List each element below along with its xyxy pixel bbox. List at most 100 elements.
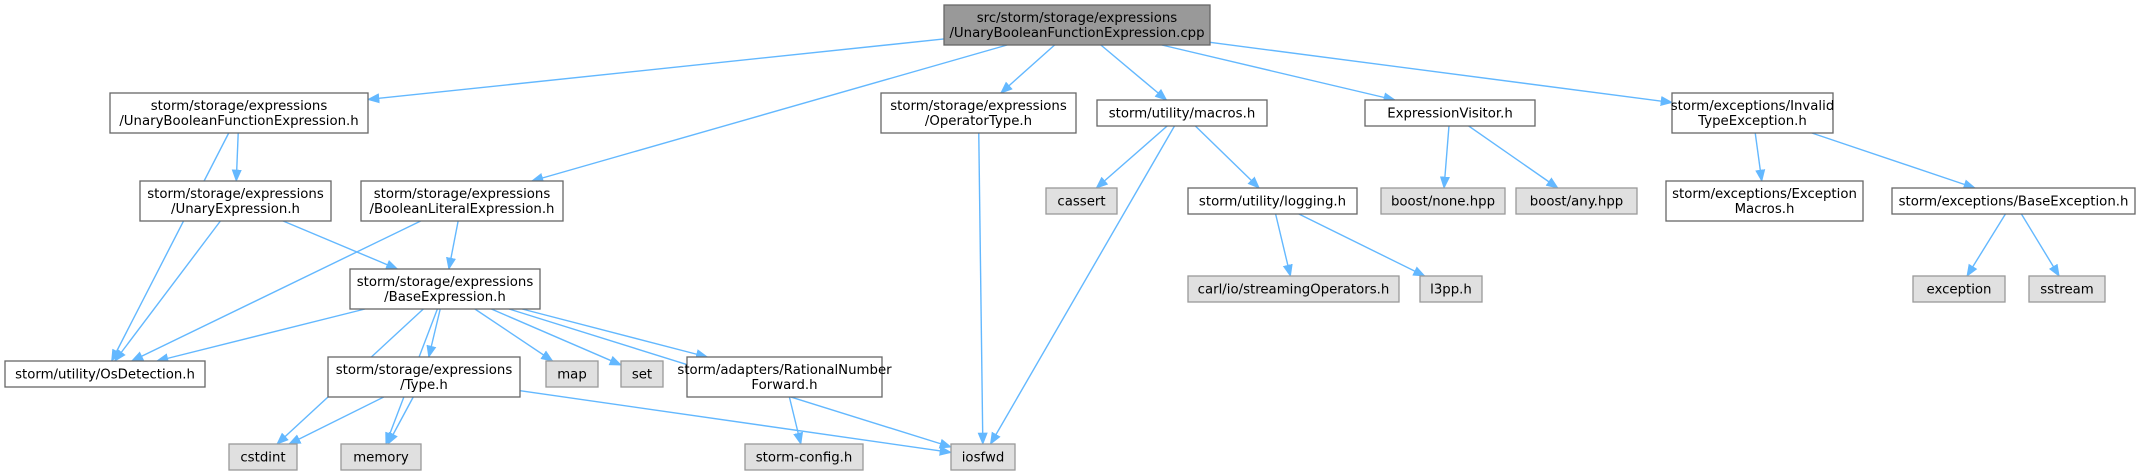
node-cstdint: cstdint bbox=[228, 443, 298, 471]
node-label-line: Forward.h bbox=[751, 378, 817, 393]
nodes-layer: src/storm/storage/expressions/UnaryBoole… bbox=[4, 4, 2136, 471]
node-ue_h[interactable]: storm/storage/expressions/UnaryExpressio… bbox=[139, 180, 332, 222]
node-label-line: storm/utility/logging.h bbox=[1199, 195, 1346, 210]
node-label-line: storm/utility/OsDetection.h bbox=[15, 368, 195, 383]
node-be_h[interactable]: storm/storage/expressions/BaseExpression… bbox=[349, 268, 541, 310]
edge-ble_h-to-osdet_h bbox=[130, 220, 422, 362]
node-stormcfg: storm-config.h bbox=[744, 443, 864, 471]
edge-rnf_h-to-stormcfg bbox=[788, 396, 804, 446]
node-box bbox=[349, 268, 541, 310]
node-box bbox=[1380, 187, 1506, 215]
edge-macros_h-to-cassert bbox=[1095, 125, 1168, 189]
node-box bbox=[1665, 180, 1864, 222]
node-macros_h[interactable]: storm/utility/macros.h bbox=[1096, 99, 1268, 127]
node-memory: memory bbox=[340, 443, 422, 471]
node-box bbox=[228, 443, 298, 471]
edge-ubfe_h-to-ue_h bbox=[231, 132, 242, 183]
node-root[interactable]: src/storm/storage/expressions/UnaryBoole… bbox=[943, 4, 1211, 46]
node-box bbox=[1187, 275, 1400, 303]
node-box bbox=[1187, 187, 1358, 215]
edge-ite_h-to-baseexc_h bbox=[1811, 132, 1977, 190]
edge-ite_h-to-excmacros_h bbox=[1754, 132, 1766, 183]
node-bnone: boost/none.hpp bbox=[1380, 187, 1506, 215]
node-l3pp: l3pp.h bbox=[1419, 275, 1483, 303]
node-exception: exception bbox=[1912, 275, 2006, 303]
edge-visitor_h-to-bany bbox=[1468, 125, 1559, 189]
node-label-line: storm/storage/expressions bbox=[147, 187, 324, 202]
node-label-line: storm/storage/expressions bbox=[374, 187, 551, 202]
node-label-line: boost/any.hpp bbox=[1530, 195, 1623, 210]
node-box bbox=[1045, 187, 1118, 215]
node-label-line: storm/storage/expressions bbox=[357, 275, 534, 290]
node-label-line: ExpressionVisitor.h bbox=[1387, 107, 1513, 122]
node-optype_h[interactable]: storm/storage/expressions/OperatorType.h bbox=[880, 92, 1077, 134]
edge-ue_h-to-be_h bbox=[282, 220, 399, 270]
node-box bbox=[327, 356, 521, 398]
node-label-line: cstdint bbox=[240, 451, 285, 466]
node-box bbox=[744, 443, 864, 471]
edge-be_h-to-map bbox=[474, 308, 554, 362]
node-label-line: set bbox=[632, 368, 652, 383]
node-box bbox=[880, 92, 1077, 134]
node-iosfwd: iosfwd bbox=[950, 443, 1016, 471]
edge-root-to-ble_h bbox=[530, 44, 1008, 183]
node-logging_h[interactable]: storm/utility/logging.h bbox=[1187, 187, 1358, 215]
node-box bbox=[1096, 99, 1268, 127]
node-box bbox=[1912, 275, 2006, 303]
node-osdet_h[interactable]: storm/utility/OsDetection.h bbox=[4, 360, 206, 388]
edge-root-to-visitor_h bbox=[1161, 44, 1397, 103]
node-box bbox=[943, 4, 1211, 46]
node-ble_h[interactable]: storm/storage/expressions/BooleanLiteral… bbox=[360, 180, 564, 222]
node-label-line: storm/exceptions/Invalid bbox=[1671, 99, 1835, 114]
edge-type_h-to-iosfwd bbox=[519, 390, 953, 456]
edge-root-to-ite_h bbox=[1209, 41, 1674, 107]
node-label-line: sstream bbox=[2040, 283, 2094, 298]
node-box bbox=[1419, 275, 1483, 303]
node-label-line: l3pp.h bbox=[1430, 283, 1472, 298]
edge-type_h-to-cstdint bbox=[288, 396, 385, 445]
node-box bbox=[109, 92, 369, 134]
node-cassert: cassert bbox=[1045, 187, 1118, 215]
edge-ble_h-to-be_h bbox=[446, 220, 459, 271]
node-label-line: storm/exceptions/BaseException.h bbox=[1899, 195, 2129, 210]
node-box bbox=[686, 356, 883, 398]
node-label-line: storm/storage/expressions bbox=[336, 363, 513, 378]
edge-ue_h-to-osdet_h bbox=[114, 220, 221, 363]
node-box bbox=[2028, 275, 2106, 303]
node-baseexc_h[interactable]: storm/exceptions/BaseException.h bbox=[1891, 187, 2136, 215]
edge-logging_h-to-carl bbox=[1274, 213, 1293, 278]
edge-root-to-ubfe_h bbox=[366, 38, 945, 104]
node-label-line: /UnaryBooleanFunctionExpression.cpp bbox=[949, 26, 1204, 41]
node-type_h[interactable]: storm/storage/expressions/Type.h bbox=[327, 356, 521, 398]
node-box bbox=[1364, 99, 1536, 127]
node-label-line: carl/io/streamingOperators.h bbox=[1198, 283, 1390, 298]
edge-root-to-optype_h bbox=[999, 44, 1056, 94]
edge-be_h-to-osdet_h bbox=[155, 308, 366, 364]
node-label-line: storm/storage/expressions bbox=[151, 99, 328, 114]
edge-logging_h-to-l3pp bbox=[1298, 213, 1426, 277]
node-box bbox=[545, 360, 599, 388]
node-label-line: storm/storage/expressions bbox=[890, 99, 1067, 114]
edge-type_h-to-memory bbox=[387, 396, 414, 446]
node-label-line: map bbox=[557, 368, 587, 383]
edge-macros_h-to-logging_h bbox=[1194, 125, 1261, 189]
node-map: map bbox=[545, 360, 599, 388]
node-sstream: sstream bbox=[2028, 275, 2106, 303]
edge-baseexc_h-to-sstream bbox=[2020, 213, 2060, 278]
edge-visitor_h-to-bnone bbox=[1439, 125, 1450, 190]
node-visitor_h[interactable]: ExpressionVisitor.h bbox=[1364, 99, 1536, 127]
node-set: set bbox=[620, 360, 664, 388]
node-label-line: exception bbox=[1927, 283, 1992, 298]
node-label-line: /UnaryExpression.h bbox=[171, 202, 300, 217]
edge-baseexc_h-to-exception bbox=[1966, 213, 2007, 278]
node-label-line: /Type.h bbox=[400, 378, 448, 393]
node-box bbox=[1515, 187, 1638, 215]
node-label-line: storm-config.h bbox=[756, 451, 853, 466]
node-label-line: memory bbox=[353, 451, 409, 466]
node-ubfe_h[interactable]: storm/storage/expressions/UnaryBooleanFu… bbox=[109, 92, 369, 134]
edge-be_h-to-set bbox=[491, 308, 623, 366]
